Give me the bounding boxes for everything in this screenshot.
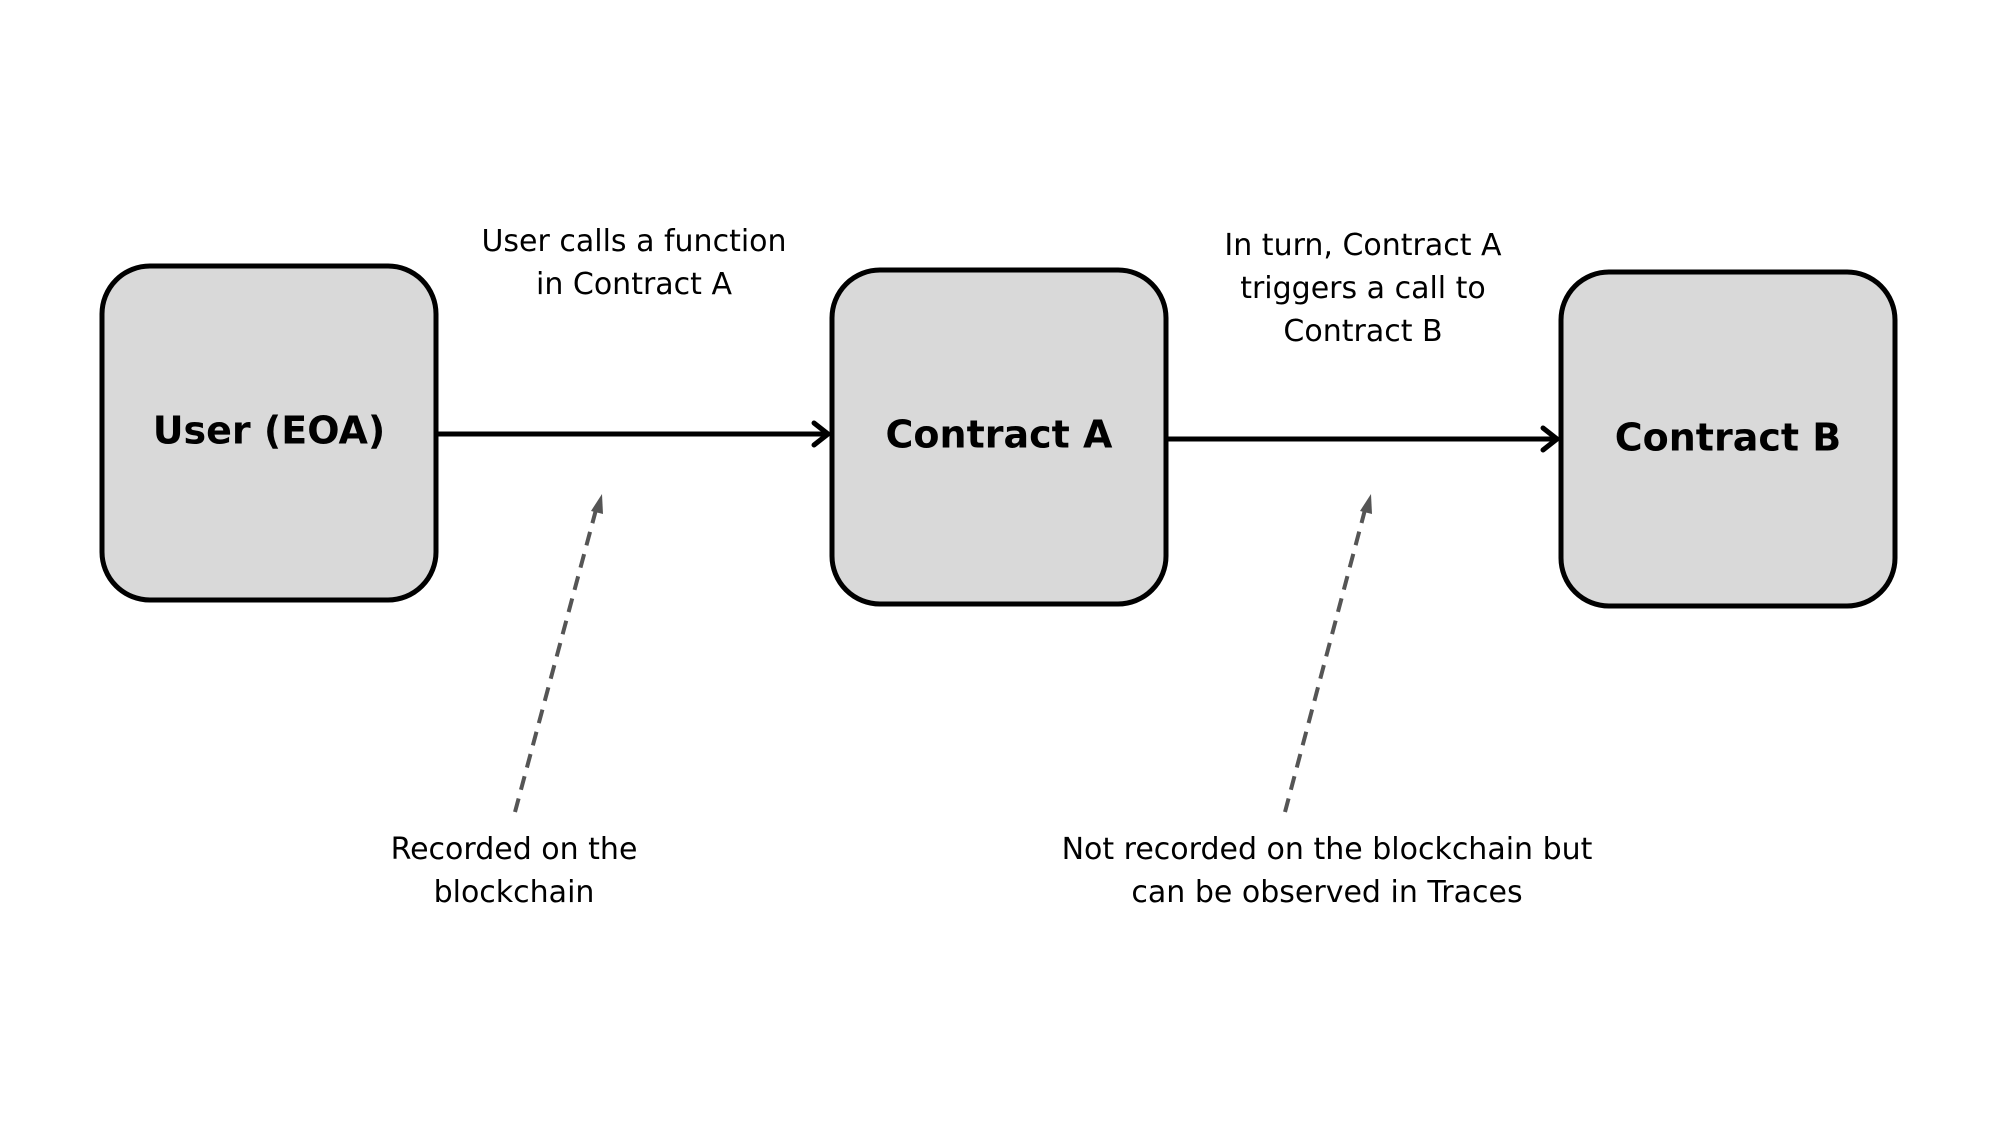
node-contract-b-label: Contract B: [1615, 416, 1841, 460]
edge-label-contract-a-to-contract-b: In turn, Contract A triggers a call to C…: [1224, 228, 1502, 349]
node-user-eoa-box: [99, 263, 439, 603]
edge-label-contract-a-to-contract-b-line1: In turn, Contract A: [1224, 228, 1502, 263]
edge-label-contract-a-to-contract-b-line2: triggers a call to: [1240, 271, 1486, 306]
pointer-recorded: [513, 494, 603, 813]
note-recorded-line2: blockchain: [434, 875, 595, 910]
node-user-eoa: User (EOA): [99, 263, 439, 603]
edge-label-user-to-contract-a: User calls a function in Contract A: [481, 224, 786, 302]
node-contract-a-box: [829, 267, 1169, 607]
node-user-eoa-label: User (EOA): [153, 409, 386, 453]
note-recorded: Recorded on the blockchain: [391, 832, 638, 910]
note-not-recorded-line2: can be observed in Traces: [1131, 875, 1522, 910]
edge-contract-a-to-contract-b: [1168, 425, 1560, 453]
edge-label-contract-a-to-contract-b-line3: Contract B: [1283, 314, 1442, 349]
note-not-recorded-line1: Not recorded on the blockchain but: [1062, 832, 1593, 867]
node-contract-b-box: [1558, 269, 1898, 609]
node-contract-a: Contract A: [829, 267, 1169, 607]
pointer-not-recorded-arrowhead: [1360, 494, 1372, 514]
edge-label-user-to-contract-a-line2: in Contract A: [536, 267, 732, 302]
node-contract-a-label: Contract A: [886, 413, 1114, 457]
pointer-not-recorded: [1283, 494, 1372, 813]
note-not-recorded: Not recorded on the blockchain but can b…: [1062, 832, 1593, 910]
edge-contract-a-to-contract-b-arrowhead: [1540, 425, 1560, 453]
edge-label-user-to-contract-a-line1: User calls a function: [481, 224, 786, 259]
edge-user-to-contract-a-arrowhead: [811, 420, 831, 448]
node-contract-b: Contract B: [1558, 269, 1898, 609]
edge-user-to-contract-a: [438, 420, 831, 448]
pointer-not-recorded-dashed-line: [1283, 505, 1368, 813]
note-recorded-line1: Recorded on the: [391, 832, 638, 867]
pointer-recorded-arrowhead: [591, 494, 603, 514]
pointer-recorded-dashed-line: [513, 505, 599, 813]
